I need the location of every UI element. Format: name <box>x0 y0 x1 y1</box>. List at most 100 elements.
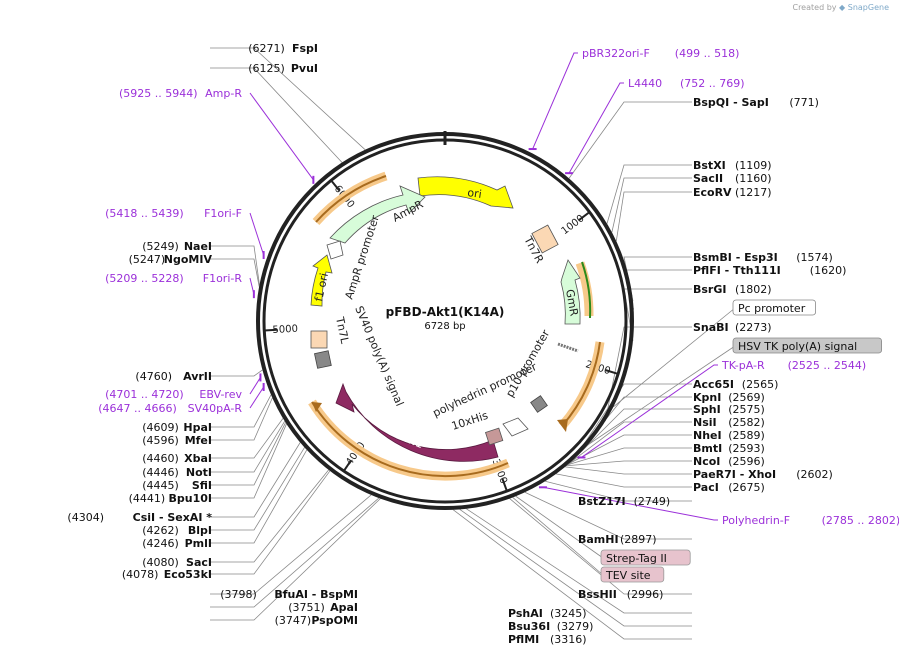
enzyme-leader <box>615 191 692 242</box>
primer-range: (4647 .. 4666) <box>98 402 177 415</box>
enzyme-name: SacII <box>693 172 723 185</box>
enzyme-name: BsmBI - Esp3I <box>693 251 778 264</box>
scale-tick <box>501 478 508 492</box>
enzyme-position: (1160) <box>735 172 772 185</box>
primer-leader <box>249 92 314 181</box>
enzyme-name: AvrII <box>183 370 212 383</box>
enzyme-name: PmlI <box>185 537 212 550</box>
enzyme-name: EcoRV <box>693 186 732 199</box>
primer-leader <box>532 52 578 150</box>
enzyme-leader <box>606 164 692 224</box>
credit-prefix: Created by <box>792 3 837 12</box>
enzyme-position: (4446) <box>142 466 179 479</box>
enzyme-position: (2593) <box>728 442 765 455</box>
enzyme-position: (4078) <box>122 568 159 581</box>
feature-leader <box>515 495 604 559</box>
primer-leader <box>249 377 261 395</box>
orf-right-arrowhead <box>557 419 568 432</box>
orf-right-arc <box>558 341 605 429</box>
enzyme-position: (2675) <box>728 481 765 494</box>
enzyme-name: NcoI <box>693 455 720 468</box>
orf-amp-arc-line <box>315 175 387 223</box>
feature-leader <box>587 345 736 446</box>
enzyme-leader <box>568 434 692 464</box>
feature-f1ori-label: f1 ori <box>312 272 331 303</box>
enzyme-name: SfiI <box>192 479 212 492</box>
enzyme-position: (3751) <box>288 601 325 614</box>
enzyme-name: CsiI - SexAI * <box>133 511 213 524</box>
enzyme-name: PflFI - Tth111I <box>693 264 781 277</box>
enzyme-name: SacI <box>186 556 212 569</box>
primer-range: (5925 .. 5944) <box>119 87 198 100</box>
enzyme-leader <box>210 494 372 595</box>
enzyme-leader <box>210 245 260 285</box>
primer-leader <box>568 82 624 174</box>
enzyme-leader <box>509 498 692 595</box>
enzyme-leader <box>210 469 329 563</box>
plasmid-name: pFBD-Akt1(K14A) <box>386 305 505 319</box>
enzyme-name: NgoMIV <box>164 253 213 266</box>
enzyme-position: (5249) <box>142 240 179 253</box>
feature-ori-label: ori <box>467 186 483 201</box>
orf-akt1-arrowhead <box>312 402 322 412</box>
enzyme-leader <box>210 397 273 441</box>
feature-tag-box <box>732 337 883 354</box>
enzyme-name: NsiI <box>693 416 717 429</box>
primer-leader <box>249 386 265 409</box>
enzyme-position: (4609) <box>142 421 179 434</box>
enzyme-leader <box>210 422 286 486</box>
enzyme-position: (2569) <box>728 391 765 404</box>
feature-10xhis-label: 10xHis <box>450 409 490 433</box>
feature-tn7l <box>310 330 328 349</box>
primer-name: pBR322ori-F <box>582 47 650 60</box>
enzyme-position: (5247) <box>129 253 166 266</box>
feature-sv40 <box>314 350 332 369</box>
feature-tag-label: Pc promoter <box>738 302 806 315</box>
enzyme-name: PspOMI <box>311 614 358 627</box>
enzyme-position: (2749) <box>634 495 671 508</box>
feature-sv40-label: SV40 poly(A) signal <box>352 304 406 408</box>
enzyme-name: PvuI <box>291 62 318 75</box>
enzyme-name: BamHI <box>578 533 619 546</box>
enzyme-position: (2565) <box>742 378 779 391</box>
primer-range: (752 .. 769) <box>680 77 745 90</box>
enzyme-leader <box>210 449 308 544</box>
enzyme-leader <box>568 101 692 179</box>
feature-ori <box>417 176 514 209</box>
snapgene-icon: ◆ <box>839 3 846 12</box>
enzyme-name: PaeR7I - XhoI <box>693 468 776 481</box>
snapgene-credit: Created by ◆ SnapGene <box>792 3 889 12</box>
enzyme-position: (1574) <box>796 251 833 264</box>
feature-gmr-orf <box>581 261 592 319</box>
feature-tag-box <box>732 299 816 316</box>
enzyme-name: BlpI <box>188 524 212 537</box>
feature-gmr-label: GmR <box>563 288 581 317</box>
primer-name: TK-pA-R <box>721 359 765 372</box>
primer-range: (2785 .. 2802) <box>822 514 899 527</box>
enzyme-name: BsrGI <box>693 283 726 296</box>
primer-leader <box>249 212 265 256</box>
enzyme-name: BstZ17I <box>578 495 626 508</box>
enzyme-name: SphI <box>693 403 721 416</box>
enzyme-name: BssHII <box>578 588 617 601</box>
enzyme-position: (2589) <box>728 429 765 442</box>
primer-range: (5209 .. 5228) <box>105 272 184 285</box>
enzyme-position: (3316) <box>550 633 587 646</box>
enzyme-leader <box>210 258 260 287</box>
enzyme-name: BfuAI - BspMI <box>274 588 358 601</box>
enzyme-position: (3747) <box>275 614 312 627</box>
enzyme-name: Acc65I <box>693 378 734 391</box>
enzyme-name: NheI <box>693 429 722 442</box>
enzyme-leader <box>210 447 305 531</box>
orf-akt1-arc-line <box>311 401 509 478</box>
enzyme-leader <box>466 508 692 614</box>
enzyme-position: (1620) <box>810 264 847 277</box>
enzyme-name: ApaI <box>330 601 358 614</box>
enzyme-leader <box>210 497 380 608</box>
enzyme-position: (4262) <box>142 524 179 537</box>
enzyme-position: (1109) <box>735 159 772 172</box>
enzyme-leader <box>524 491 692 540</box>
feature-pc-promoter-mark <box>557 342 579 353</box>
primer-name: Amp-R <box>205 87 242 100</box>
